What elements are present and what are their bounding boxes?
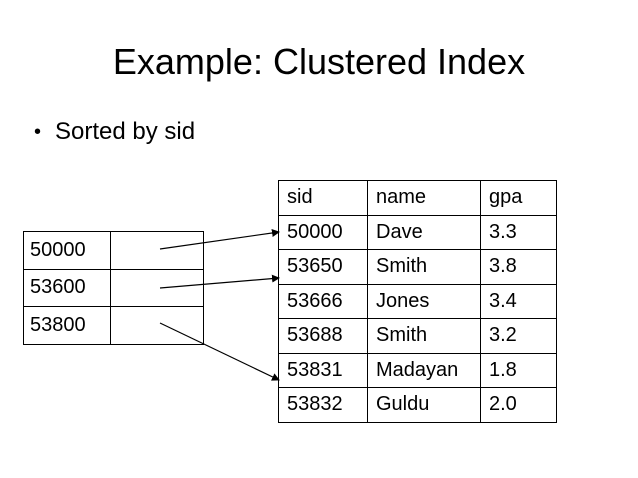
index-pointer-cell xyxy=(110,306,204,345)
table-row: 53666 Jones 3.4 xyxy=(278,283,557,319)
sid-cell: 53650 xyxy=(278,249,368,285)
column-header-gpa: gpa xyxy=(480,180,557,216)
table-header-row: sid name gpa xyxy=(278,180,557,216)
pointer-arrow-1 xyxy=(159,229,280,250)
sid-cell: 50000 xyxy=(278,214,368,250)
gpa-cell: 1.8 xyxy=(480,352,557,388)
bullet-text: Sorted by sid xyxy=(55,118,196,145)
index-key-cell: 53800 xyxy=(23,306,111,345)
pointer-arrow-3 xyxy=(159,322,280,381)
bullet-dot-icon: • xyxy=(34,121,42,143)
name-cell: Smith xyxy=(367,249,481,285)
gpa-cell: 3.3 xyxy=(480,214,557,250)
gpa-cell: 3.8 xyxy=(480,249,557,285)
table-row: 53832 Guldu 2.0 xyxy=(278,387,557,423)
bullet-item: • Sorted by sid xyxy=(34,117,195,147)
name-cell: Guldu xyxy=(367,387,481,423)
table-row: 53688 Smith 3.2 xyxy=(278,318,557,354)
sid-cell: 53831 xyxy=(278,352,368,388)
name-cell: Jones xyxy=(367,283,481,319)
index-pointer-cell xyxy=(110,231,204,270)
index-entry: 53800 xyxy=(23,306,204,345)
gpa-cell: 3.4 xyxy=(480,283,557,319)
column-header-name: name xyxy=(367,180,481,216)
pointer-arrow-2 xyxy=(159,274,280,289)
index-key-cell: 50000 xyxy=(23,231,111,270)
gpa-cell: 3.2 xyxy=(480,318,557,354)
column-header-sid: sid xyxy=(278,180,368,216)
sid-cell: 53832 xyxy=(278,387,368,423)
index-entry: 50000 xyxy=(23,231,204,270)
table-row: 50000 Dave 3.3 xyxy=(278,214,557,250)
name-cell: Smith xyxy=(367,318,481,354)
student-data-table: sid name gpa 50000 Dave 3.3 53650 Smith … xyxy=(278,180,557,423)
slide-title: Example: Clustered Index xyxy=(112,41,526,82)
table-row: 53650 Smith 3.8 xyxy=(278,249,557,285)
name-cell: Dave xyxy=(367,214,481,250)
gpa-cell: 2.0 xyxy=(480,387,557,423)
clustered-index-table: 50000 53600 53800 xyxy=(23,231,204,345)
sid-cell: 53688 xyxy=(278,318,368,354)
